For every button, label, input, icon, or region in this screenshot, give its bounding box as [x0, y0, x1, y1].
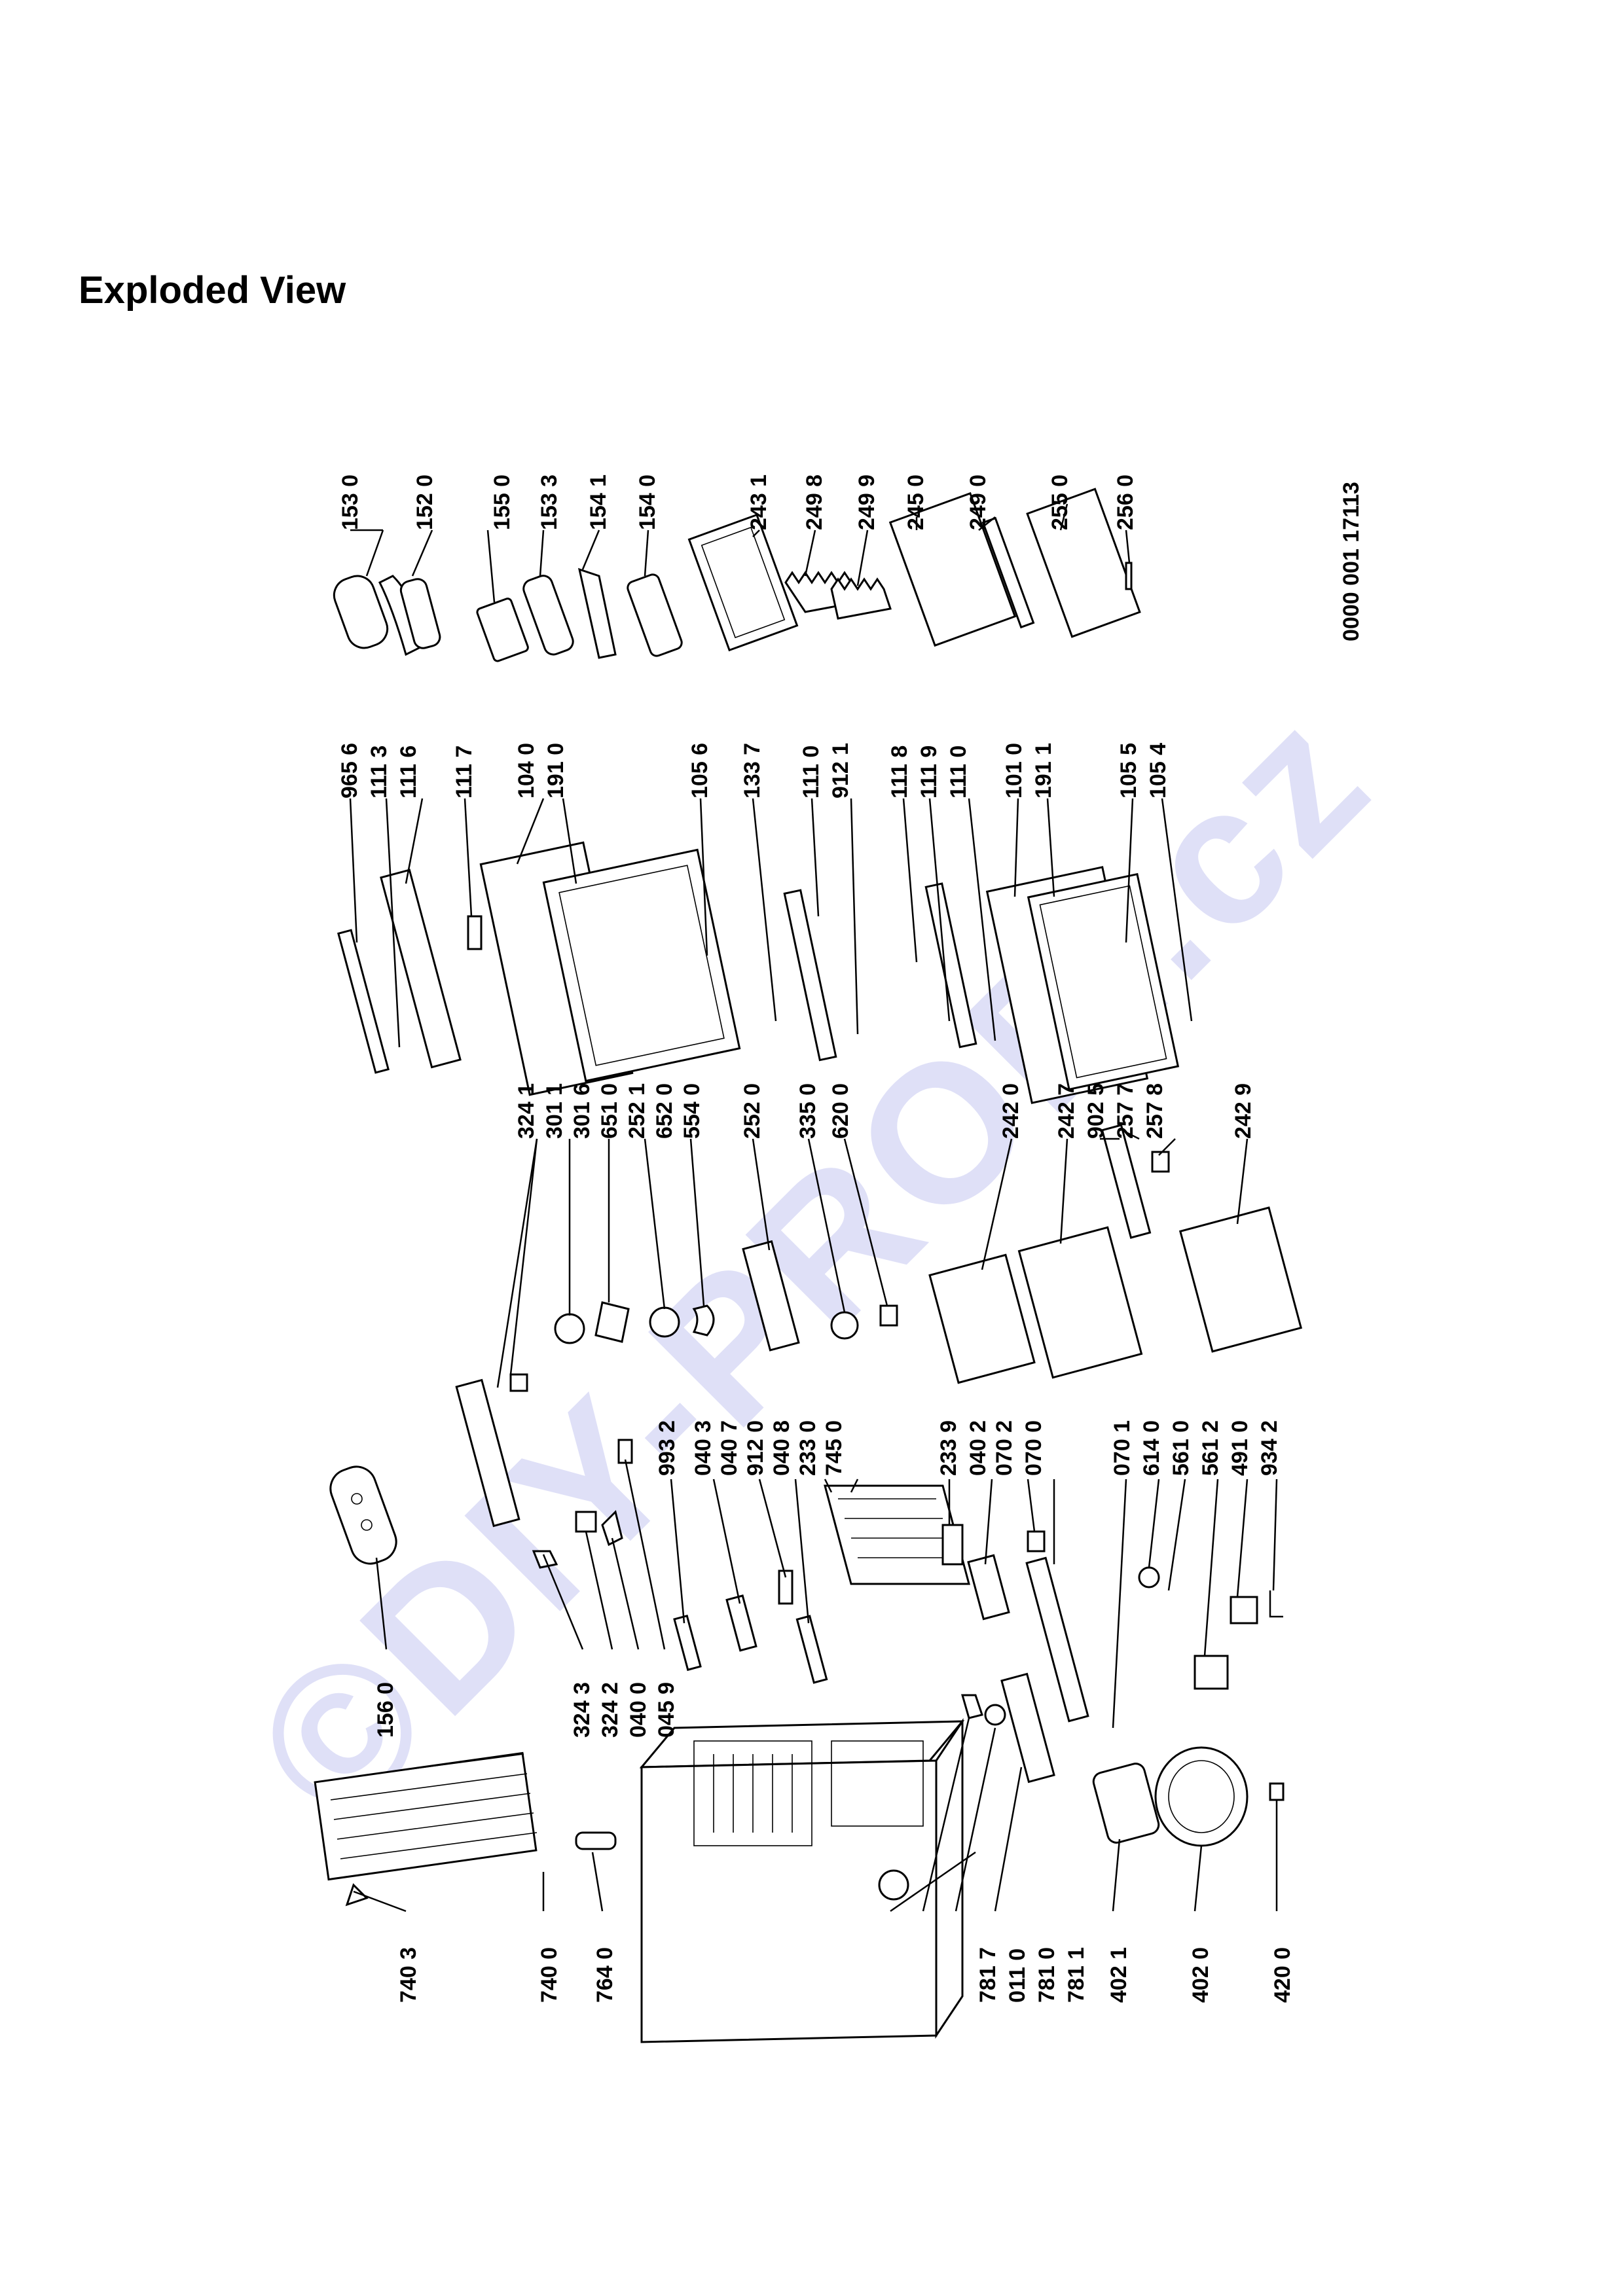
part-label: 111 0 — [799, 745, 824, 798]
part-label: 764 0 — [593, 1947, 617, 2003]
page-title: Exploded View — [79, 269, 346, 312]
part-label: 620 0 — [828, 1083, 853, 1139]
part-label: 105 4 — [1146, 743, 1171, 798]
part-label: 965 6 — [337, 743, 362, 798]
part-label: 249 8 — [802, 475, 827, 530]
part-label: 745 0 — [822, 1420, 847, 1476]
part-label: 561 0 — [1169, 1420, 1194, 1476]
part-label: 011 0 — [1005, 1948, 1030, 2003]
part-label: 045 9 — [654, 1682, 679, 1738]
part-label: 040 0 — [626, 1682, 651, 1738]
part-label: 249 0 — [966, 475, 991, 530]
part-label: 104 0 — [514, 743, 539, 798]
col2-leaders — [349, 798, 1193, 1048]
part-label: 155 0 — [490, 475, 515, 530]
part-label: 257 7 — [1113, 1083, 1138, 1139]
part-label: 191 1 — [1031, 743, 1056, 798]
part-label: 252 1 — [625, 1083, 649, 1139]
part-label: 111 7 — [452, 745, 477, 798]
part-label: 040 2 — [966, 1420, 991, 1476]
part-label: 652 0 — [652, 1083, 677, 1139]
part-label: 781 0 — [1034, 1947, 1059, 2003]
document-number: 0000 001 17113 — [1339, 482, 1364, 641]
doors — [337, 841, 1180, 1104]
mechanical-parts — [314, 1672, 1285, 1907]
part-label: 245 0 — [903, 475, 928, 530]
part-label: 156 0 — [373, 1682, 398, 1738]
part-labels: 153 0 152 0 155 0 153 3 154 1 154 0 243 … — [337, 475, 1364, 2003]
part-label: 934 2 — [1257, 1420, 1282, 1476]
part-label: 154 0 — [635, 475, 660, 530]
part-label: 242 9 — [1231, 1083, 1256, 1139]
cabinet-body — [639, 1718, 965, 2043]
part-label: 154 1 — [586, 475, 611, 530]
part-label: 554 0 — [680, 1083, 704, 1139]
part-label: 740 3 — [396, 1947, 421, 2003]
part-label: 152 0 — [412, 475, 437, 530]
part-label: 111 0 — [946, 745, 971, 798]
part-label: 301 6 — [570, 1083, 594, 1139]
part-label: 040 8 — [769, 1420, 794, 1476]
part-label: 111 8 — [887, 745, 912, 798]
part-label: 257 8 — [1142, 1083, 1167, 1139]
part-label: 912 0 — [743, 1420, 768, 1476]
part-label: 301 1 — [542, 1083, 567, 1139]
part-label: 255 0 — [1048, 475, 1072, 530]
col4-leaders — [375, 1459, 1278, 1729]
part-label: 153 0 — [338, 475, 363, 530]
part-label: 561 2 — [1198, 1420, 1223, 1476]
part-label: 111 6 — [396, 745, 421, 798]
part-label: 781 7 — [976, 1947, 1000, 2003]
part-label: 242 0 — [998, 1083, 1023, 1139]
part-label: 101 0 — [1002, 743, 1027, 798]
part-label: 040 3 — [691, 1420, 716, 1476]
part-label: 070 0 — [1021, 1420, 1046, 1476]
part-label: 781 1 — [1064, 1947, 1089, 2003]
part-label: 191 0 — [543, 743, 568, 798]
part-label: 324 3 — [570, 1682, 594, 1738]
part-label: 111 9 — [917, 745, 941, 798]
interior-fittings — [329, 1439, 1283, 1723]
part-label: 912 1 — [828, 743, 853, 798]
part-label: 252 0 — [740, 1083, 765, 1139]
part-label: 324 2 — [598, 1682, 623, 1738]
part-label: 614 0 — [1139, 1420, 1164, 1476]
col1-leaders — [350, 503, 1131, 603]
part-label: 335 0 — [795, 1083, 820, 1139]
part-label: 070 1 — [1110, 1420, 1135, 1476]
part-label: 651 0 — [597, 1083, 622, 1139]
part-label: 740 0 — [537, 1947, 562, 2003]
part-label: 233 9 — [936, 1420, 961, 1476]
part-label: 105 6 — [687, 743, 712, 798]
part-label: 070 2 — [992, 1420, 1017, 1476]
part-label: 993 2 — [655, 1420, 680, 1476]
part-label: 902 5 — [1084, 1083, 1108, 1139]
door-accessories — [333, 488, 1141, 662]
part-label: 420 0 — [1270, 1947, 1295, 2003]
part-label: 402 0 — [1188, 1947, 1213, 2003]
part-label: 242 7 — [1054, 1083, 1079, 1139]
controls-and-drawers — [455, 1124, 1303, 1528]
col5-leaders — [353, 1717, 1278, 1912]
part-label: 243 1 — [746, 475, 771, 530]
part-label: 324 1 — [514, 1083, 539, 1139]
part-label: 402 1 — [1106, 1947, 1131, 2003]
col3-leaders — [496, 1131, 1249, 1388]
part-label: 040 7 — [717, 1420, 742, 1476]
part-label: 249 9 — [854, 475, 879, 530]
part-label: 256 0 — [1113, 475, 1138, 530]
part-label: 133 7 — [740, 743, 765, 798]
part-label: 105 5 — [1116, 743, 1141, 798]
part-label: 153 3 — [537, 475, 562, 530]
part-label: 111 3 — [367, 745, 392, 798]
part-label: 233 0 — [795, 1420, 820, 1476]
part-label: 491 0 — [1228, 1420, 1252, 1476]
